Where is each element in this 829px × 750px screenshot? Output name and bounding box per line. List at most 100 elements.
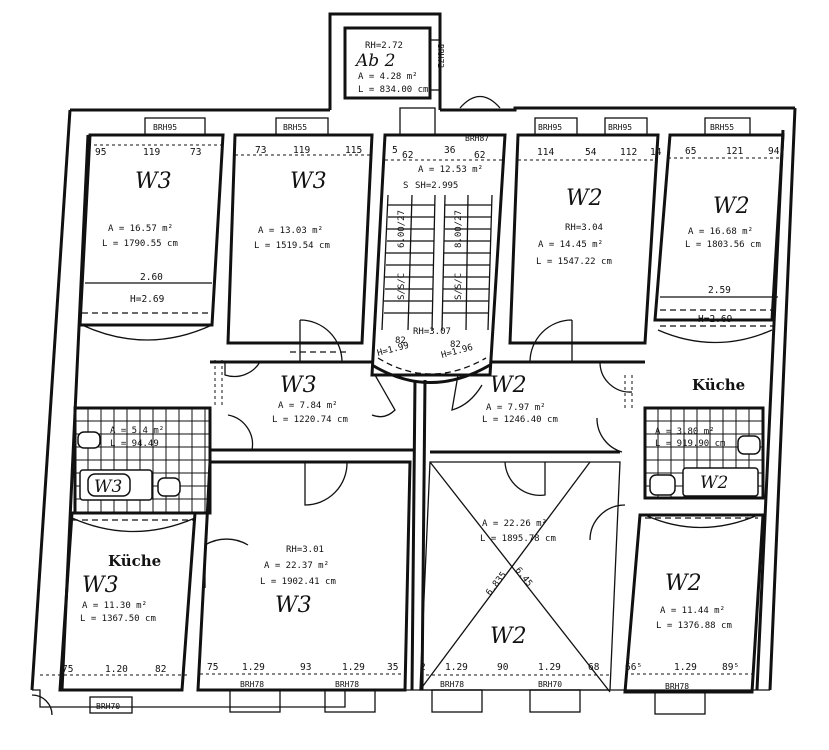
dim: 62 [402,150,413,161]
room-height: RH=3.01 [286,545,324,555]
unit-label: W3 [94,477,122,497]
dim: 1.29 [674,662,697,673]
stair-label: S/S/C [397,273,407,300]
annex-height: RH=2.72 [365,41,403,51]
stair-label: 6.00/27 [397,210,407,248]
sink-icon [737,435,761,455]
west-wall [30,109,72,691]
dim: 90 [497,662,509,673]
room-area: A = 14.45 m² [538,240,603,250]
dim: 1.29 [242,662,265,673]
north-wall-right [440,106,795,112]
room-w3-hall: W3 A = 7.84 m² L = 1220.74 cm [210,360,417,691]
kitchen-label: Küche [108,552,161,570]
room-w2-n1: BRH95 BRH95 114 54 112 14 W2 RH=3.04 A =… [508,117,662,363]
stair-label: 8.00/27 [454,210,464,248]
dim: 115 [345,145,362,156]
window-label: BRH70 [538,680,562,689]
dim: 114 [537,147,554,158]
window-label: BRH78 [335,680,359,689]
unit-label: W2 [490,373,527,398]
annex-area: A = 4.28 m² [358,72,418,82]
room-w2-living: A = 22.26 m² L = 1895.78 cm 6.835 6.45 W… [419,461,626,713]
stair-landing-height: RH=3.07 [413,327,451,337]
dim: 73 [255,145,266,156]
dim: 119 [293,145,310,156]
annex-perimeter: L = 834.00 cm [358,85,428,95]
dim: 1.20 [105,664,128,675]
room-perimeter: L = 1519.54 cm [254,241,330,251]
toilet-icon [157,477,181,497]
diagonal-dim: 6.45 [513,566,534,589]
room-perimeter: L = 1376.88 cm [656,621,732,631]
window-label: BRH78 [665,682,689,691]
room-area: A = 22.26 m² [482,519,547,529]
room-area: A = 16.68 m² [688,227,753,237]
stair-s-mark: S [403,181,408,191]
stair-label: S/S/C [454,273,464,300]
stair-window-label: BRH87 [465,134,489,143]
unit-label: W3 [135,169,172,194]
flight-height: H=1.99 [376,341,410,359]
room-w2-bath: A = 3.80 m² L = 919.90 cm W2 [643,406,765,500]
bath-area: A = 3.80 m² [655,427,715,437]
room-perimeter: L = 1902.41 cm [260,577,336,587]
dim: 82 [450,340,461,350]
dim: 121 [726,146,743,157]
unit-label: W2 [665,571,702,596]
room-w2-hall: W2 A = 7.97 m² L = 1246.40 cm [420,360,645,691]
room-area: A = 13.03 m² [258,226,323,236]
room-area: A = 7.97 m² [486,403,546,413]
dim: 62 [474,150,485,161]
room-area: A = 7.84 m² [278,401,338,411]
room-w3-nw: BRH95 95 119 73 W3 A = 16.57 m² L = 1790… [78,117,225,341]
room-w3-bath: A = 5.4 m² L = 94.49 W3 [73,406,212,515]
room-area: A = 16.57 m² [108,224,173,234]
unit-label: W3 [290,169,327,194]
window-label: BRH55 [710,123,734,132]
unit-label: W3 [275,593,312,618]
south-wall-outer [32,689,770,708]
room-w2-ne: BRH55 65 121 94 W2 A = 16.68 m² L = 1803… [653,117,785,344]
window-label: BRH95 [538,123,562,132]
stair-flight-right: 8.00/27 S/S/C [441,194,493,331]
east-wall [768,107,797,691]
bath-perimeter: L = 919.90 cm [655,439,725,449]
sink-icon [77,431,101,449]
unit-label: W2 [713,194,750,219]
unit-label: W3 [280,373,317,398]
room-perimeter: L = 1790.55 cm [102,239,178,249]
dim: 66⁵ [625,662,642,673]
dim: 93 [300,662,311,673]
dim: 2.59 [708,285,731,296]
kitchen-label: Küche [692,376,745,394]
room-perimeter: L = 1246.40 cm [482,415,558,425]
room-perimeter: L = 1547.22 cm [536,257,612,267]
unit-label: W2 [490,624,527,649]
room-area: A = 11.44 m² [660,606,725,616]
dim: 1.29 [445,662,468,673]
annex-window-label: BRH72 [436,44,445,68]
annex-unit-label: Ab 2 [354,51,395,71]
window-label: BRH95 [608,123,632,132]
dim: 73 [190,147,201,158]
bath-area: A = 5.4 m² [110,426,164,436]
dim: 82 [155,664,166,675]
stair-area: A = 12.53 m² [418,165,483,175]
dim: 68 [588,662,600,673]
window-label: BRH78 [240,680,264,689]
dim: 14 [650,147,662,158]
room-perimeter: L = 1367.50 cm [80,614,156,624]
dim: 75 [207,662,218,673]
room-w3-n2: BRH55 73 119 115 W3 A = 13.03 m² L = 151… [226,117,374,363]
room-w2-se: W2 A = 11.44 m² L = 1376.88 cm 66⁵ 1.29 … [623,513,765,715]
dim: 35 [387,662,398,673]
window-label: BRH78 [440,680,464,689]
unit-label: W2 [700,473,728,493]
dim: 112 [620,147,637,158]
toilet-icon [649,474,676,496]
dim: 1.29 [538,662,561,673]
dim: 89⁵ [722,662,739,673]
window-label: BRH55 [283,123,307,132]
